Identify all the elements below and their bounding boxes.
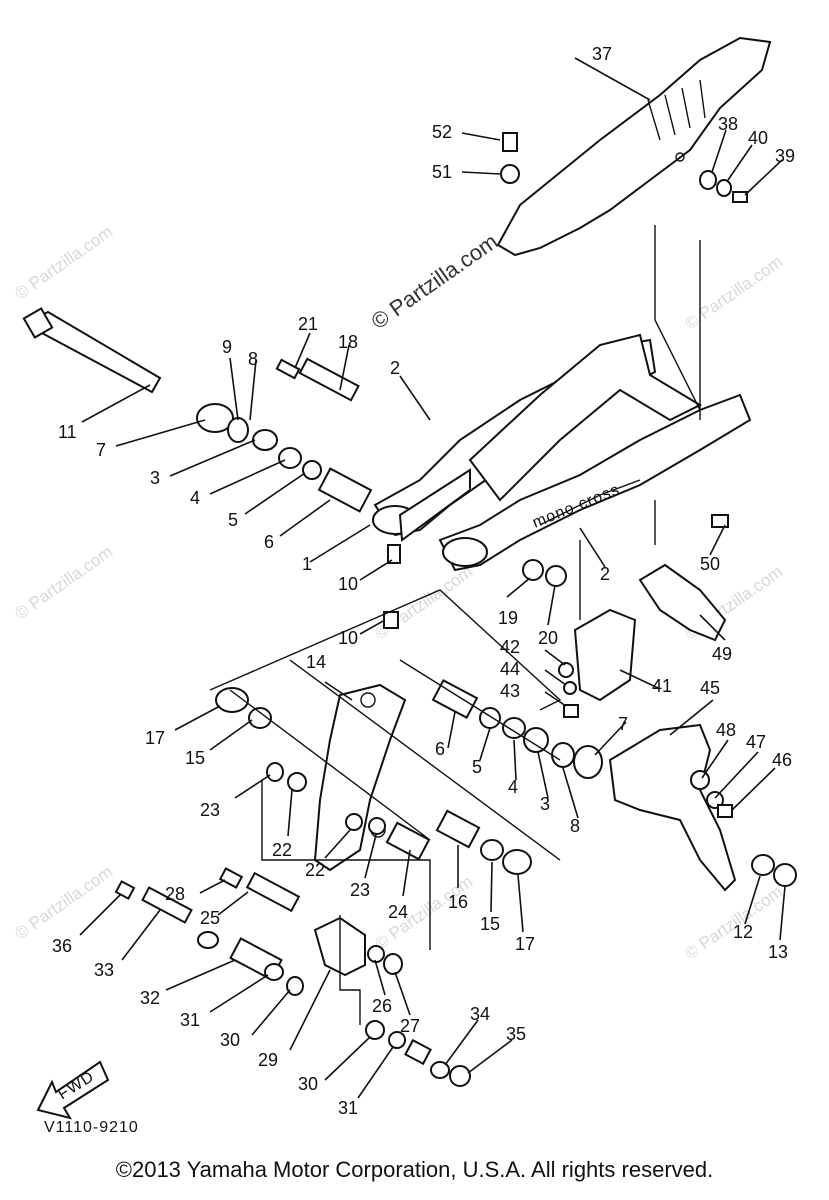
callout-4b: 4	[508, 777, 518, 797]
callout-42: 42	[500, 637, 520, 657]
watermark-right-1: © Partzilla.com	[681, 252, 786, 333]
chain-guard	[496, 36, 772, 257]
callout-8: 8	[248, 349, 258, 369]
callout-43: 43	[500, 681, 520, 701]
callout-23b: 23	[350, 880, 370, 900]
watermark-left-2: © Partzilla.com	[11, 542, 116, 623]
callout-6b: 6	[435, 739, 445, 759]
callout-22: 22	[272, 840, 292, 860]
callout-34: 34	[470, 1004, 490, 1024]
watermark-left-3: © Partzilla.com	[11, 862, 116, 943]
callout-35: 35	[506, 1024, 526, 1044]
leader-lines	[79, 57, 786, 1099]
callout-33: 33	[94, 960, 114, 980]
callout-31b: 31	[338, 1098, 358, 1118]
callout-52: 52	[432, 122, 452, 142]
callout-16: 16	[448, 892, 468, 912]
callout-12: 12	[733, 922, 753, 942]
callout-9: 9	[222, 337, 232, 357]
watermark-mid-1: © Partzilla.com	[371, 562, 476, 643]
callout-39: 39	[775, 146, 795, 166]
callout-15: 15	[185, 748, 205, 768]
callout-7: 7	[96, 440, 106, 460]
callout-41: 41	[652, 676, 672, 696]
callout-14: 14	[306, 652, 326, 672]
callout-38: 38	[718, 114, 738, 134]
callout-25: 25	[200, 908, 220, 928]
callout-36: 36	[52, 936, 72, 956]
callout-19: 19	[498, 608, 518, 628]
callout-2b: 2	[600, 564, 610, 584]
callout-48: 48	[716, 720, 736, 740]
callout-30b: 30	[298, 1074, 318, 1094]
assembly-lines	[209, 225, 701, 1025]
callout-17: 17	[145, 728, 165, 748]
callout-5: 5	[228, 510, 238, 530]
callout-46: 46	[772, 750, 792, 770]
callout-4: 4	[190, 488, 200, 508]
callout-1: 1	[302, 554, 312, 574]
callout-30: 30	[220, 1030, 240, 1050]
callout-3: 3	[150, 468, 160, 488]
callout-8b: 8	[570, 816, 580, 836]
chain-slider	[638, 563, 727, 642]
chain-support	[573, 608, 637, 702]
callout-44: 44	[500, 659, 520, 679]
callout-10b: 10	[338, 628, 358, 648]
watermark-left-1: © Partzilla.com	[11, 222, 116, 303]
callout-24: 24	[388, 902, 408, 922]
callout-23: 23	[200, 800, 220, 820]
callout-5b: 5	[472, 757, 482, 777]
chain-puller	[608, 723, 737, 892]
callout-51: 51	[432, 162, 452, 182]
callout-37: 37	[592, 44, 612, 64]
callout-2: 2	[390, 358, 400, 378]
callout-20: 20	[538, 628, 558, 648]
callout-11: 11	[58, 422, 77, 442]
link-bracket	[313, 683, 407, 872]
callout-10: 10	[338, 574, 358, 594]
callout-13: 13	[768, 942, 788, 962]
part-callouts: 1 2 2 3 3 4 4 5 5 6 6 7 7 8 8 9 10 10 11…	[52, 44, 795, 1118]
callout-26: 26	[372, 996, 392, 1016]
callout-15b: 15	[480, 914, 500, 934]
callout-27: 27	[400, 1016, 420, 1036]
callout-7b: 7	[618, 714, 628, 734]
pivot-axle	[22, 307, 162, 394]
callout-22b: 22	[305, 860, 325, 880]
fwd-arrow: FWD	[36, 1060, 110, 1120]
callout-40: 40	[748, 128, 768, 148]
callout-32: 32	[140, 988, 160, 1008]
callout-3b: 3	[540, 794, 550, 814]
callout-50: 50	[700, 554, 720, 574]
callout-29: 29	[258, 1050, 278, 1070]
drawing-code: V1110-9210	[44, 1119, 139, 1136]
swingarm-body: mono cross	[372, 333, 752, 572]
decal	[398, 468, 471, 542]
callout-45: 45	[700, 678, 720, 698]
copyright-footer: ©2013 Yamaha Motor Corporation, U.S.A. A…	[115, 1157, 714, 1182]
callout-47: 47	[746, 732, 766, 752]
watermark-center: © Partzilla.com	[367, 229, 503, 335]
callout-6: 6	[264, 532, 274, 552]
callout-49: 49	[712, 644, 732, 664]
callout-31: 31	[180, 1010, 200, 1030]
callout-21: 21	[298, 314, 318, 334]
callout-17b: 17	[515, 934, 535, 954]
callout-28: 28	[165, 884, 185, 904]
callout-18: 18	[338, 332, 358, 352]
